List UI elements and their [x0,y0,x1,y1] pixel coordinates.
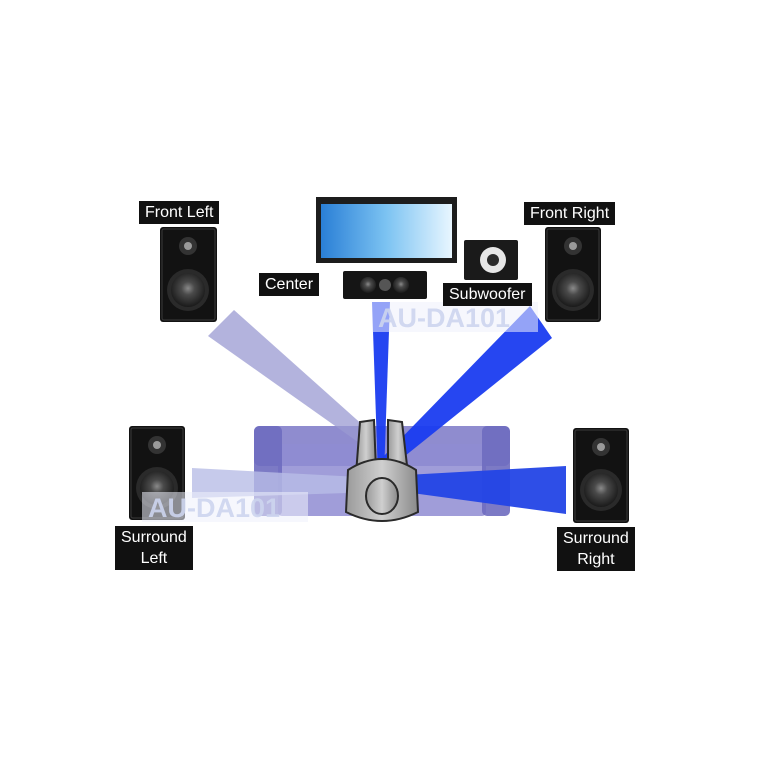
surround-right-label-line2: Right [577,551,615,568]
front-right-label-text: Front Right [530,205,610,222]
watermark-text: AU-DA101 [148,493,280,523]
center-beam [372,302,390,476]
subwoofer-label-text: Subwoofer [449,286,526,303]
listener-figure [344,418,420,522]
surround-right-label-line1: Surround [563,530,629,547]
front-right-speaker [545,227,601,322]
surround-right-label: Surround Right [557,527,635,571]
surround-left-label-line1: Surround [121,529,187,546]
surround-left-label-line2: Left [140,550,168,567]
front-left-beam [208,310,384,452]
watermark-text: AU-DA101 [378,303,510,333]
tv [316,197,457,263]
front-left-label-text: Front Left [145,204,214,221]
front-right-label: Front Right [524,202,616,225]
center-speaker [343,271,427,299]
center-label: Center [259,273,320,296]
watermark-bottom: AU-DA101 [142,492,308,523]
front-right-beam [380,306,552,468]
subwoofer-label: Subwoofer [443,283,532,306]
surround-left-label: Surround Left [115,526,193,570]
watermark-top: AU-DA101 [372,302,538,333]
surround-left-beam [192,468,378,498]
front-left-label: Front Left [139,201,220,224]
listener-head [365,477,399,515]
surround-right-speaker [573,428,629,523]
subwoofer-speaker [464,240,518,280]
surround-right-beam [388,466,566,514]
center-label-text: Center [265,276,314,293]
tv-screen [321,204,452,258]
front-left-speaker [160,227,217,322]
